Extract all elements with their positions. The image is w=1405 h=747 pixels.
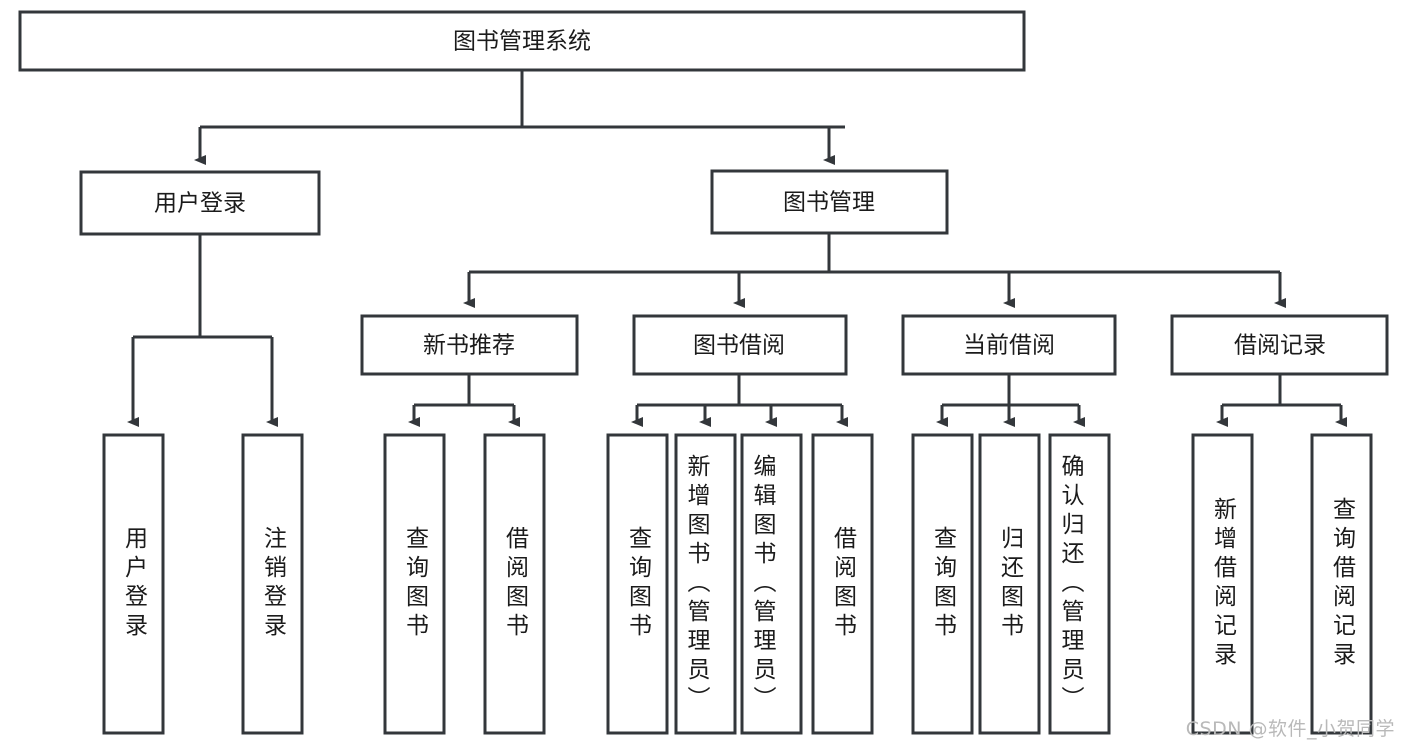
leaf-borrowrecord-add-label: 新增借阅记录 <box>1210 497 1238 671</box>
leaf-currentborrow-confirm[interactable]: 确认归还（管理员） <box>1048 433 1111 735</box>
connector-bookmgmt-to-level3 <box>463 233 1286 308</box>
leaf-currentborrow-confirm-label: 确认归还（管理员） <box>1057 454 1085 715</box>
node-root-label: 图书管理系统 <box>453 29 591 55</box>
leaf-currentborrow-return[interactable]: 归还图书 <box>978 433 1041 735</box>
connector-root-to-level2 <box>194 70 845 165</box>
leaf-newbook-query[interactable]: 查询图书 <box>383 433 446 735</box>
connector-borrowrecord-to-leaves <box>1216 375 1347 427</box>
leaf-user-login-signin-label: 用户登录 <box>121 526 149 642</box>
leaf-bookborrow-add[interactable]: 新增图书（管理员） <box>674 433 737 735</box>
leaf-borrowrecord-query[interactable]: 查询借阅记录 <box>1310 433 1373 735</box>
leaf-newbook-query-label: 查询图书 <box>402 526 430 642</box>
node-book-borrow-label: 图书借阅 <box>693 333 785 359</box>
csdn-watermark: CSDN @软件_小贺同学 <box>1185 718 1395 740</box>
leaf-bookborrow-query-label: 查询图书 <box>625 526 653 642</box>
node-user-login-label: 用户登录 <box>154 191 246 217</box>
node-borrow-record-label: 借阅记录 <box>1234 333 1326 359</box>
node-book-management[interactable]: 图书管理 <box>710 169 949 235</box>
node-new-book-recommend-label: 新书推荐 <box>423 333 515 359</box>
connector-userlogin-to-leaves <box>127 235 278 427</box>
node-borrow-record[interactable]: 借阅记录 <box>1170 314 1389 376</box>
leaf-bookborrow-edit[interactable]: 编辑图书（管理员） <box>740 433 803 735</box>
node-current-borrow-label: 当前借阅 <box>963 333 1055 359</box>
leaf-user-login-signout-label: 注销登录 <box>260 526 288 642</box>
leaf-currentborrow-query-label: 查询图书 <box>930 526 958 642</box>
leaf-borrowrecord-add[interactable]: 新增借阅记录 <box>1191 433 1254 735</box>
leaf-bookborrow-add-label: 新增图书（管理员） <box>683 454 711 715</box>
leaf-bookborrow-query[interactable]: 查询图书 <box>606 433 669 735</box>
connector-currentborrow-to-leaves <box>936 375 1085 427</box>
leaf-currentborrow-return-label: 归还图书 <box>997 526 1025 642</box>
connector-newbook-to-leaves <box>408 375 520 427</box>
leaf-borrowrecord-query-label: 查询借阅记录 <box>1329 497 1357 671</box>
node-user-login[interactable]: 用户登录 <box>79 170 321 236</box>
leaf-currentborrow-query[interactable]: 查询图书 <box>911 433 974 735</box>
leaf-user-login-signin[interactable]: 用户登录 <box>102 433 165 735</box>
node-new-book-recommend[interactable]: 新书推荐 <box>360 314 579 376</box>
leaf-newbook-borrow[interactable]: 借阅图书 <box>483 433 546 735</box>
leaf-bookborrow-borrow-label: 借阅图书 <box>830 526 858 642</box>
leaf-user-login-signout[interactable]: 注销登录 <box>241 433 304 735</box>
connector-bookborrow-to-leaves <box>631 375 848 427</box>
leaf-newbook-borrow-label: 借阅图书 <box>502 526 530 642</box>
node-root[interactable]: 图书管理系统 <box>18 10 1026 72</box>
leaf-bookborrow-edit-label: 编辑图书（管理员） <box>749 454 777 715</box>
node-book-management-label: 图书管理 <box>783 190 875 216</box>
node-current-borrow[interactable]: 当前借阅 <box>901 314 1117 376</box>
node-book-borrow[interactable]: 图书借阅 <box>632 314 848 376</box>
leaf-bookborrow-borrow[interactable]: 借阅图书 <box>811 433 874 735</box>
